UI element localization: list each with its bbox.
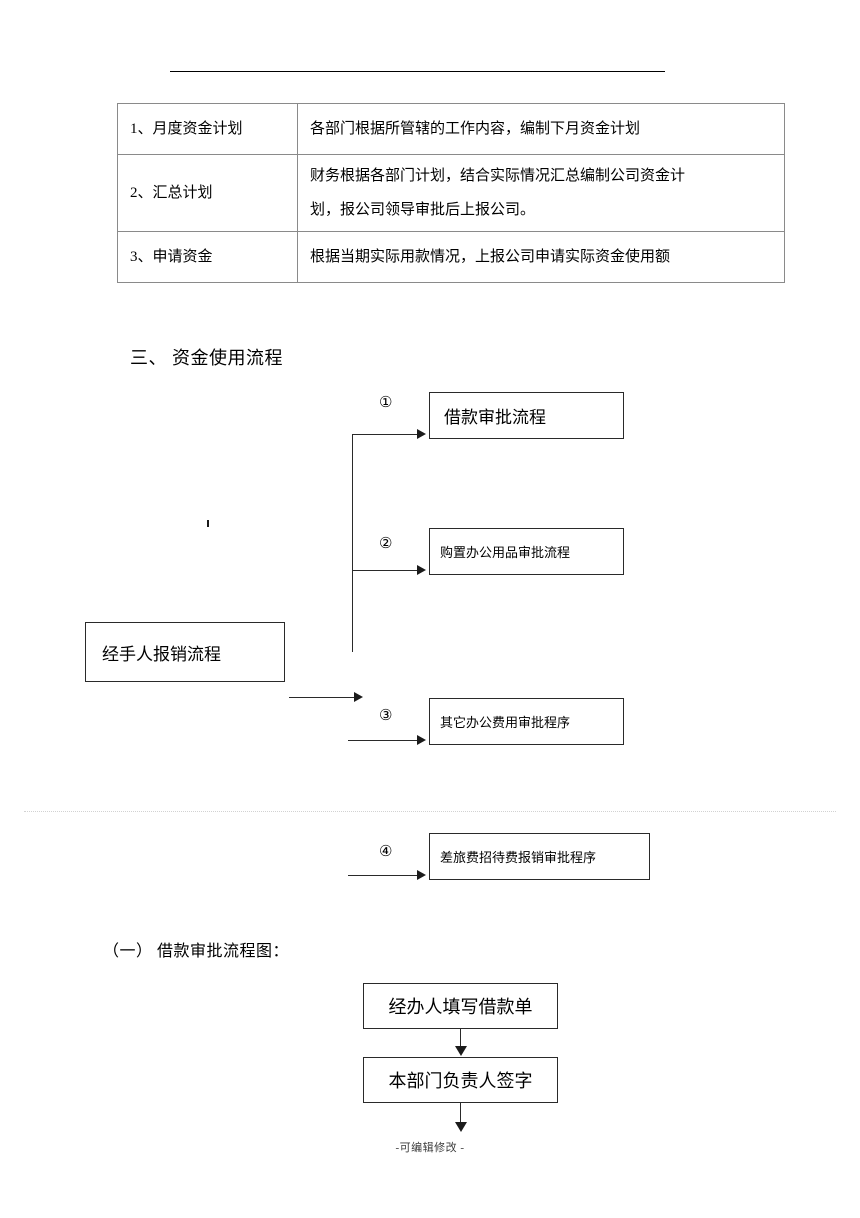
table-cell-content-line1: 财务根据各部门计划，结合实际情况汇总编制公司资金计 xyxy=(310,168,686,184)
flow-arrow-4 xyxy=(417,870,426,880)
flow-arrow-3 xyxy=(417,735,426,745)
loan-flow-step-2: 本部门负责人签字 xyxy=(363,1057,558,1103)
flow-arrow-1 xyxy=(417,429,426,439)
loan-flow-step-2-label: 本部门负责人签字 xyxy=(388,1071,533,1091)
flow-marker-3: ③ xyxy=(379,708,393,724)
flow-branch-line-2 xyxy=(352,570,420,571)
flow-source-outgoing-line xyxy=(289,697,357,698)
flow-marker-1: ① xyxy=(379,395,393,411)
table-row: 3、申请资金 根据当期实际用款情况，上报公司申请实际资金使用额 xyxy=(117,231,785,283)
flow-branch-line-3 xyxy=(348,740,420,741)
flow-box-source-label: 经手人报销流程 xyxy=(102,644,221,664)
flow-trunk-line xyxy=(352,434,353,652)
loan-flow-step-1: 经办人填写借款单 xyxy=(363,983,558,1029)
flow-box-1: 借款审批流程 xyxy=(429,392,624,439)
flow-branch-line-1 xyxy=(352,434,420,435)
flow-box-2-label: 购置办公用品审批流程 xyxy=(440,545,571,560)
flow-source-outgoing-arrow xyxy=(354,692,363,702)
flow-box-2: 购置办公用品审批流程 xyxy=(429,528,624,575)
table-cell-label: 3、申请资金 xyxy=(117,231,298,283)
section-heading-3: 三、 资金使用流程 xyxy=(130,348,283,368)
table-cell-label: 1、月度资金计划 xyxy=(117,103,298,155)
table-cell-content: 根据当期实际用款情况，上报公司申请实际资金使用额 xyxy=(297,231,785,283)
flow-box-4-label: 差旅费招待费报销审批程序 xyxy=(440,850,597,865)
loan-flow-connector-1 xyxy=(460,1029,461,1047)
flow-box-3: 其它办公费用审批程序 xyxy=(429,698,624,745)
section-heading-sub: （一） 借款审批流程图： xyxy=(103,943,290,960)
flow-box-1-label: 借款审批流程 xyxy=(444,408,546,427)
table-cell-content: 财务根据各部门计划，结合实际情况汇总编制公司资金计 划，报公司领导审批后上报公司… xyxy=(297,154,785,232)
loan-flow-connector-2 xyxy=(460,1103,461,1123)
loan-flow-step-1-label: 经办人填写借款单 xyxy=(388,997,533,1017)
loan-flow-arrow-2 xyxy=(455,1122,467,1132)
flow-box-3-label: 其它办公费用审批程序 xyxy=(440,715,571,730)
table-row: 2、汇总计划 财务根据各部门计划，结合实际情况汇总编制公司资金计 划，报公司领导… xyxy=(117,154,785,232)
flow-marker-2: ② xyxy=(379,536,393,552)
table-cell-label: 2、汇总计划 xyxy=(117,154,298,232)
flow-box-source: 经手人报销流程 xyxy=(85,622,285,682)
page-footer: -可编辑修改 - xyxy=(395,1142,465,1154)
table-row: 1、月度资金计划 各部门根据所管辖的工作内容，编制下月资金计划 xyxy=(117,103,785,155)
stray-tick-mark xyxy=(207,520,209,527)
table-cell-content: 各部门根据所管辖的工作内容，编制下月资金计划 xyxy=(297,103,785,155)
flow-branch-line-4 xyxy=(348,875,420,876)
table-cell-content-line2: 划，报公司领导审批后上报公司。 xyxy=(310,202,536,218)
flow-marker-4: ④ xyxy=(379,844,393,860)
flow-arrow-2 xyxy=(417,565,426,575)
page-break-dotted-line xyxy=(24,811,836,812)
top-horizontal-rule xyxy=(170,71,665,72)
flow-box-4: 差旅费招待费报销审批程序 xyxy=(429,833,650,880)
loan-flow-arrow-1 xyxy=(455,1046,467,1056)
funding-plan-table: 1、月度资金计划 各部门根据所管辖的工作内容，编制下月资金计划 2、汇总计划 财… xyxy=(117,103,785,283)
